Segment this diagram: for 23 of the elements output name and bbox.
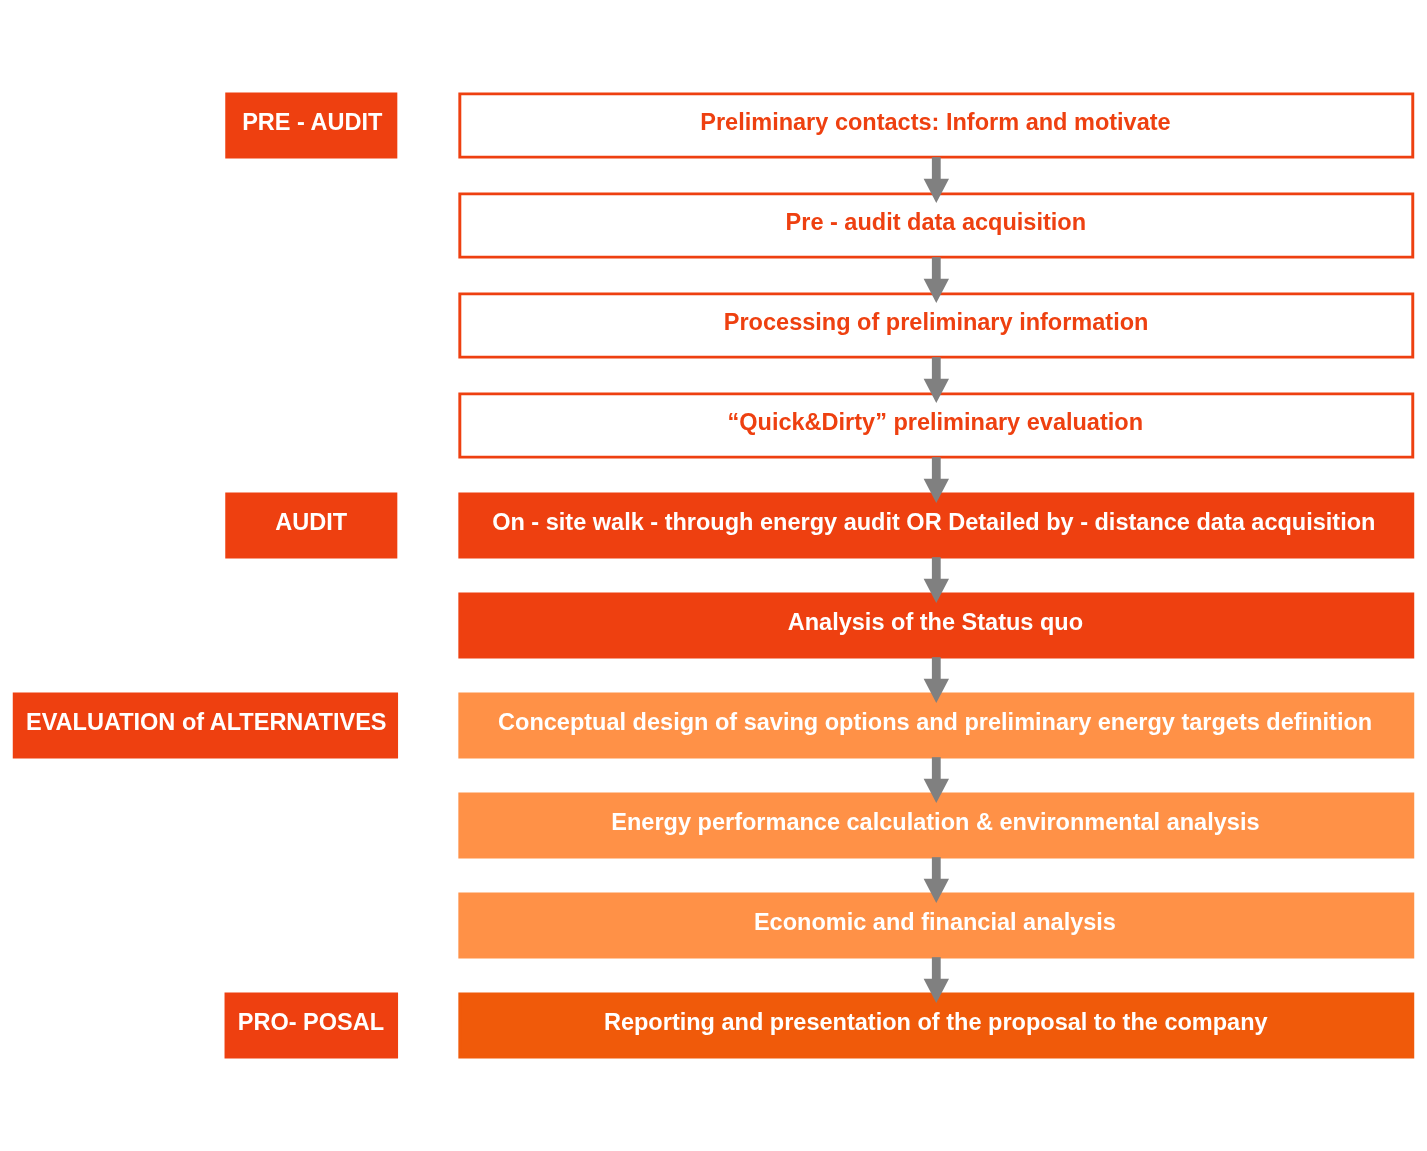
node-box: AUDIT <box>225 492 398 559</box>
arrow <box>923 257 949 303</box>
arrow <box>923 657 949 703</box>
arrow <box>923 457 949 503</box>
node-box: PRO- POSAL <box>224 992 399 1059</box>
node-box: On - site walk - through energy audit OR Detailed by - distance data acquisition <box>458 492 1415 559</box>
node-box: Conceptual design of saving options and preliminary energy targets definition <box>458 692 1415 759</box>
node-box: EVALUATION of ALTERNATIVES <box>12 692 399 759</box>
node-box: Reporting and presentation of the proposal to the company <box>458 992 1415 1059</box>
arrow <box>923 357 949 403</box>
node-box: Pre - audit data acquisition <box>458 192 1415 259</box>
node-box: Analysis of the Status quo <box>458 592 1415 659</box>
arrow <box>923 857 949 903</box>
node-box: Preliminary contacts: Inform and motivate <box>458 92 1415 159</box>
arrow <box>923 757 949 803</box>
node-box: PRE - AUDIT <box>225 92 398 159</box>
arrow <box>923 557 949 603</box>
node-box: Economic and financial analysis <box>458 892 1415 959</box>
arrow <box>923 157 949 203</box>
node-box: Energy performance calculation & environmental analysis <box>458 792 1415 859</box>
node-box: Processing of preliminary information <box>458 292 1415 359</box>
arrow <box>923 957 949 1003</box>
node-box: “Quick&Dirty” preliminary evaluation <box>458 392 1415 459</box>
